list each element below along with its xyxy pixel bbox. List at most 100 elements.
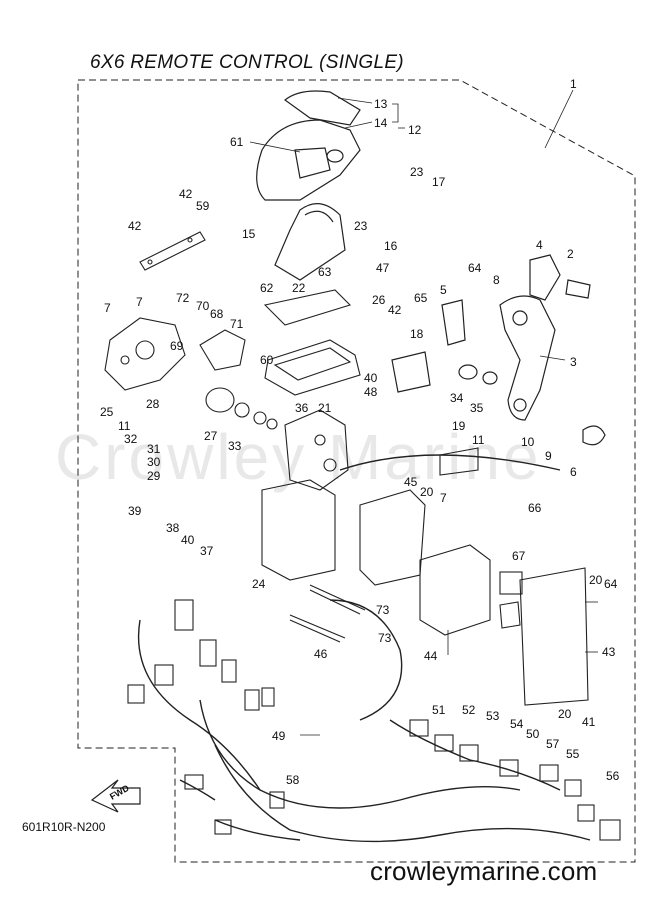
callout-73: 73 [378, 631, 392, 645]
callout-41: 41 [582, 715, 596, 729]
callout-39: 39 [128, 504, 142, 518]
callout-52: 52 [462, 703, 476, 717]
website-url[interactable]: crowleymarine.com [370, 856, 598, 886]
callout-67: 67 [512, 549, 526, 563]
callout-53: 53 [486, 709, 500, 723]
bracket-59 [139, 231, 206, 271]
callout-60: 60 [260, 353, 274, 367]
callout-27: 27 [204, 429, 218, 443]
control-boards [261, 447, 589, 706]
handle-cover [256, 90, 361, 281]
wire-harness [137, 454, 591, 843]
callout-22: 22 [292, 281, 306, 295]
callout-25: 25 [100, 405, 114, 419]
watermark: Crowley Marine [55, 421, 542, 493]
callout-49: 49 [272, 729, 286, 743]
callout-1: 1 [570, 77, 577, 91]
callout-42: 42 [128, 219, 142, 233]
callout-21: 21 [318, 401, 332, 415]
cable-ties [289, 584, 366, 643]
callout-16: 16 [384, 239, 398, 253]
callout-51: 51 [432, 703, 446, 717]
callout-68: 68 [210, 307, 224, 321]
callout-6: 6 [570, 465, 577, 479]
callout-28: 28 [146, 397, 160, 411]
callout-73: 73 [376, 603, 390, 617]
callout-18: 18 [410, 327, 424, 341]
callout-72: 72 [176, 291, 190, 305]
callout-48: 48 [364, 385, 378, 399]
callout-13: 13 [374, 97, 388, 111]
callout-17: 17 [432, 175, 446, 189]
callout-56: 56 [606, 769, 620, 783]
callout-23: 23 [410, 165, 424, 179]
callout-69: 69 [170, 339, 184, 353]
lever-arm [391, 254, 606, 446]
callout-5: 5 [440, 283, 447, 297]
callout-20: 20 [558, 707, 572, 721]
main-housing [104, 289, 361, 491]
callout-42: 42 [388, 303, 402, 317]
callout-30: 30 [147, 455, 161, 469]
callout-45: 45 [404, 475, 418, 489]
callout-20: 20 [589, 573, 603, 587]
callout-62: 62 [260, 281, 274, 295]
dashed-frame [77, 79, 636, 863]
callout-3: 3 [570, 355, 577, 369]
callout-34: 34 [450, 391, 464, 405]
callout-57: 57 [546, 737, 560, 751]
callout-63: 63 [318, 265, 332, 279]
callout-46: 46 [314, 647, 328, 661]
callout-20: 20 [420, 485, 434, 499]
callout-55: 55 [566, 747, 580, 761]
callout-29: 29 [147, 469, 161, 483]
callout-44: 44 [424, 649, 438, 663]
fwd-arrow-icon [90, 779, 141, 813]
callout-14: 14 [374, 116, 388, 130]
diagram-title: 6X6 REMOTE CONTROL (SINGLE) [90, 52, 404, 73]
callout-40: 40 [181, 533, 195, 547]
callout-31: 31 [147, 442, 161, 456]
callout-54: 54 [510, 717, 524, 731]
callout-4: 4 [536, 238, 543, 252]
callout-61: 61 [230, 135, 244, 149]
callout-11: 11 [118, 419, 131, 433]
callout-10: 10 [521, 435, 535, 449]
callout-64: 64 [604, 577, 618, 591]
callout-7: 7 [104, 301, 111, 315]
callout-38: 38 [166, 521, 180, 535]
callout-24: 24 [252, 577, 266, 591]
callout-8: 8 [493, 273, 500, 287]
callout-37: 37 [200, 544, 214, 558]
callout-26: 26 [372, 293, 386, 307]
callout-36: 36 [295, 401, 309, 415]
callout-40: 40 [364, 371, 378, 385]
callout-50: 50 [526, 727, 540, 741]
callout-19: 19 [452, 419, 466, 433]
callout-33: 33 [228, 439, 242, 453]
callout-15: 15 [242, 227, 256, 241]
callout-70: 70 [196, 299, 210, 313]
callout-2: 2 [567, 247, 574, 261]
callout-43: 43 [602, 645, 616, 659]
callout-71: 71 [230, 317, 244, 331]
callout-7: 7 [440, 491, 447, 505]
callout-65: 65 [414, 291, 428, 305]
callout-12: 12 [408, 123, 422, 137]
part-code: 601R10R-N200 [22, 820, 106, 834]
callout-23: 23 [354, 219, 368, 233]
callout-64: 64 [468, 261, 482, 275]
callout-47: 47 [376, 261, 390, 275]
callout-9: 9 [545, 449, 552, 463]
callout-58: 58 [286, 773, 300, 787]
callout-32: 32 [124, 432, 138, 446]
callout-numbers: 1 2 3 4 5 6 7 7 7 8 9 10 11 11 12 13 14 … [100, 77, 620, 787]
callout-11: 11 [472, 433, 485, 447]
callout-7: 7 [136, 295, 143, 309]
callout-66: 66 [528, 501, 542, 515]
callout-59: 59 [196, 199, 210, 213]
callout-35: 35 [470, 401, 484, 415]
callout-42: 42 [179, 187, 193, 201]
leader-lines [249, 89, 598, 736]
